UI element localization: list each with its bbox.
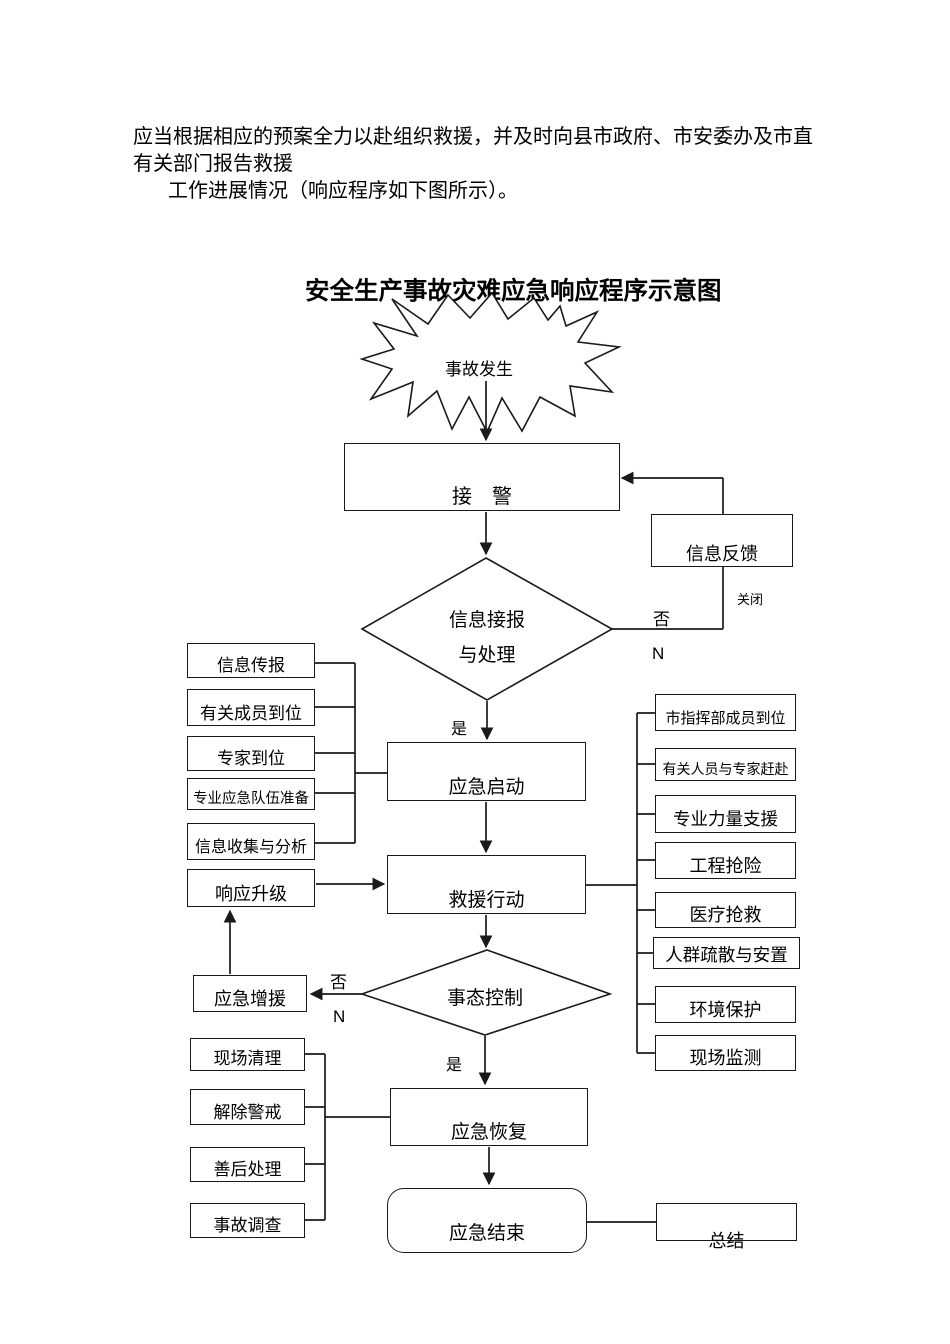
node-info-feedback-label: 信息反馈 xyxy=(686,543,758,564)
right-box-personnel-experts: 有关人员与专家赶赴 xyxy=(655,748,796,781)
node-emergency-reinforce-label: 应急增援 xyxy=(214,988,286,1009)
left-box-label: 信息收集与分析 xyxy=(194,839,307,857)
node-summary-label: 总结 xyxy=(708,1230,745,1251)
node-emergency-recovery: 应急恢复 xyxy=(390,1088,588,1146)
left-column-connectors xyxy=(315,662,388,844)
bottomleft-box-aftermath: 善后处理 xyxy=(190,1147,305,1182)
left-box-experts-in-place: 专家到位 xyxy=(187,736,315,771)
bottomleft-box-label: 解除警戒 xyxy=(213,1102,282,1122)
right-box-label: 工程抢险 xyxy=(689,855,762,876)
close-label: 关闭 xyxy=(737,592,764,607)
decision1-n-label: N xyxy=(652,644,665,663)
node-info-feedback: 信息反馈 xyxy=(651,514,793,567)
right-box-medical-rescue: 医疗抢救 xyxy=(655,892,796,928)
right-box-label: 人群疏散与安置 xyxy=(665,945,788,966)
node-emergency-start-label: 应急启动 xyxy=(448,776,525,798)
decision1-label-line2: 与处理 xyxy=(458,645,516,666)
intro-paragraph-line-3: 工作进展情况（响应程序如下图所示）。 xyxy=(168,180,518,202)
bottomleft-box-label: 善后处理 xyxy=(213,1159,282,1179)
decision1-no-label: 否 xyxy=(653,610,670,629)
left-box-label: 信息传报 xyxy=(217,655,285,675)
right-column-connectors xyxy=(586,712,656,1054)
bottom-left-connectors xyxy=(305,1053,391,1221)
right-box-label: 环境保护 xyxy=(689,999,762,1020)
left-box-label: 有关成员到位 xyxy=(200,703,302,723)
bottomleft-box-label: 现场清理 xyxy=(213,1048,282,1068)
decision2-no-label: 否 xyxy=(330,973,347,992)
diagram-title: 安全生产事故灾难应急响应程序示意图 xyxy=(305,278,722,305)
right-box-label: 有关人员与专家赶赴 xyxy=(662,761,789,778)
intro-paragraph-line-1: 应当根据相应的预案全力以赴组织救援，并及时向县市政府、市安委办及市直 xyxy=(133,126,813,148)
right-box-evacuation: 人群疏散与安置 xyxy=(653,937,800,969)
node-response-upgrade-label: 响应升级 xyxy=(215,883,287,904)
left-box-members-in-place: 有关成员到位 xyxy=(187,689,315,726)
bottomleft-box-lift-alert: 解除警戒 xyxy=(190,1089,305,1125)
node-receive-alarm-label: 接 警 xyxy=(452,485,512,508)
right-box-label: 医疗抢救 xyxy=(689,904,762,925)
bottomleft-box-site-cleanup: 现场清理 xyxy=(190,1038,305,1071)
node-emergency-end-label: 应急结束 xyxy=(448,1222,525,1244)
right-box-environment-protect: 环境保护 xyxy=(655,986,796,1023)
decision2-n-label: N xyxy=(333,1007,346,1026)
left-box-label: 专家到位 xyxy=(217,748,285,768)
node-summary: 总结 xyxy=(656,1203,797,1251)
decision2-yes-label: 是 xyxy=(446,1057,463,1074)
left-box-label: 专业应急队伍准备 xyxy=(193,790,309,807)
right-box-hq-members: 市指挥部成员到位 xyxy=(655,694,796,731)
node-emergency-start: 应急启动 xyxy=(387,742,586,801)
right-box-site-monitoring: 现场监测 xyxy=(655,1035,796,1071)
node-rescue-action: 救援行动 xyxy=(387,855,586,914)
bottomleft-box-label: 事故调查 xyxy=(213,1215,282,1235)
left-box-team-prepare: 专业应急队伍准备 xyxy=(187,778,315,810)
node-receive-alarm: 接 警 xyxy=(344,443,620,511)
left-box-info-analysis: 信息收集与分析 xyxy=(187,823,315,860)
decision1-yes-label: 是 xyxy=(451,721,468,738)
right-box-label: 市指挥部成员到位 xyxy=(665,710,786,728)
node-rescue-action-label: 救援行动 xyxy=(448,889,525,911)
node-emergency-reinforce: 应急增援 xyxy=(193,975,307,1012)
bottomleft-box-investigation: 事故调查 xyxy=(190,1203,305,1238)
right-box-engineering-rescue: 工程抢险 xyxy=(655,842,796,879)
right-box-label: 专业力量支援 xyxy=(673,809,778,830)
node-emergency-recovery-label: 应急恢复 xyxy=(450,1121,527,1143)
decision1-label-line1: 信息接报 xyxy=(448,610,525,631)
start-node-label: 事故发生 xyxy=(445,360,513,379)
left-box-info-report: 信息传报 xyxy=(187,643,315,678)
node-response-upgrade: 响应升级 xyxy=(187,869,315,907)
decision2-label: 事态控制 xyxy=(446,988,523,1009)
intro-paragraph-line-2: 有关部门报告救援 xyxy=(133,153,293,175)
node-emergency-end: 应急结束 xyxy=(387,1188,587,1253)
right-box-professional-support: 专业力量支援 xyxy=(655,795,796,833)
right-box-label: 现场监测 xyxy=(689,1047,762,1068)
